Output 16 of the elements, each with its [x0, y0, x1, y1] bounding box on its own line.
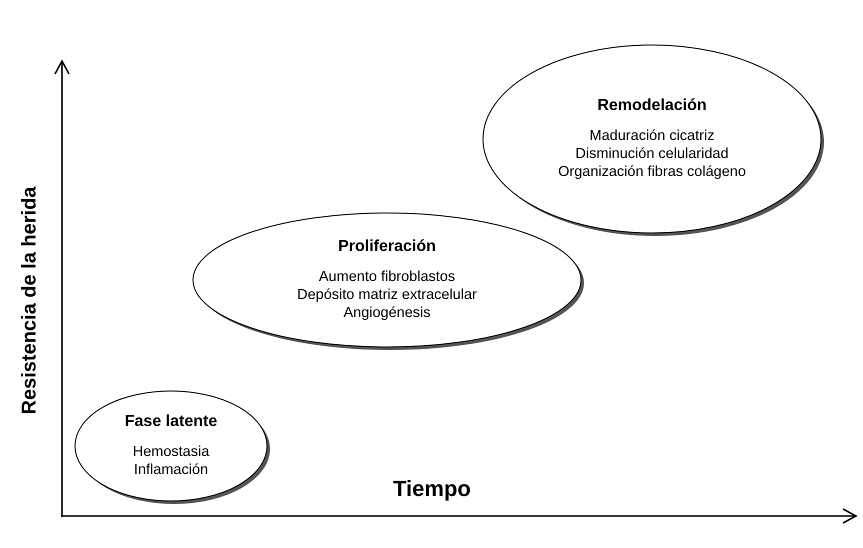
phase-ellipse — [72, 388, 270, 504]
phase-item: Aumento fibroblastos — [318, 268, 456, 286]
phase-item: Maduración cicatriz — [590, 127, 714, 145]
phase-item: Hemostasia — [132, 443, 210, 461]
phase-title: Proliferación — [338, 238, 436, 256]
phase-item: Organización fibras colágeno — [558, 163, 746, 181]
phase-title: Fase latente — [124, 413, 218, 431]
phase-item: Disminución celularidad — [575, 145, 729, 163]
phase-item: Inflamación — [134, 461, 208, 479]
axis-title: Resistencia de la herida — [18, 186, 42, 414]
phase-ellipse — [480, 42, 824, 236]
phase-ellipse — [190, 210, 584, 350]
phase-item: Angiogénesis — [343, 304, 431, 322]
axis-title: Tiempo — [393, 476, 471, 502]
phase-item: Depósito matriz extracelular — [297, 286, 477, 304]
phase-title: Remodelación — [597, 97, 707, 115]
